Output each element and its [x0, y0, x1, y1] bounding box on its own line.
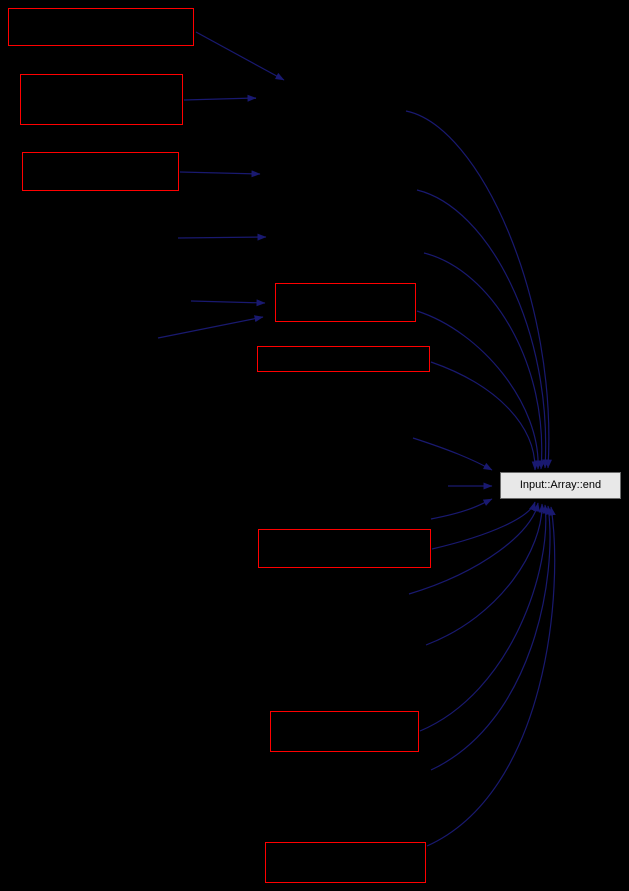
caller-node-box[interactable] [270, 711, 419, 752]
call-edge [195, 31, 285, 81]
caller-node-box[interactable] [20, 74, 183, 125]
center-node-label: Input::Array::end [519, 479, 602, 491]
caller-node-box[interactable] [22, 152, 179, 191]
call-edge [430, 505, 553, 771]
call-edge [412, 437, 493, 471]
caller-node-box[interactable] [265, 842, 426, 883]
caller-node-box[interactable] [8, 8, 194, 46]
caller-node-box[interactable] [257, 346, 430, 372]
call-edge [416, 189, 549, 469]
call-edge [425, 503, 546, 646]
call-edge [183, 94, 257, 102]
call-edge [426, 506, 556, 847]
call-edge [157, 315, 264, 339]
caller-node-box[interactable] [275, 283, 416, 322]
call-edge [179, 170, 261, 178]
center-node: Input::Array::end [500, 472, 621, 499]
call-edge [405, 110, 552, 469]
edge-group [157, 31, 556, 847]
call-edge [419, 504, 550, 732]
call-edge [177, 233, 267, 241]
call-edge [423, 252, 546, 470]
caller-node-box[interactable] [258, 529, 431, 568]
call-edge [408, 502, 540, 595]
call-edge [416, 310, 542, 470]
call-edge [190, 299, 266, 307]
call-edge [431, 501, 536, 550]
call-edge [430, 361, 539, 471]
call-edge [430, 498, 493, 520]
